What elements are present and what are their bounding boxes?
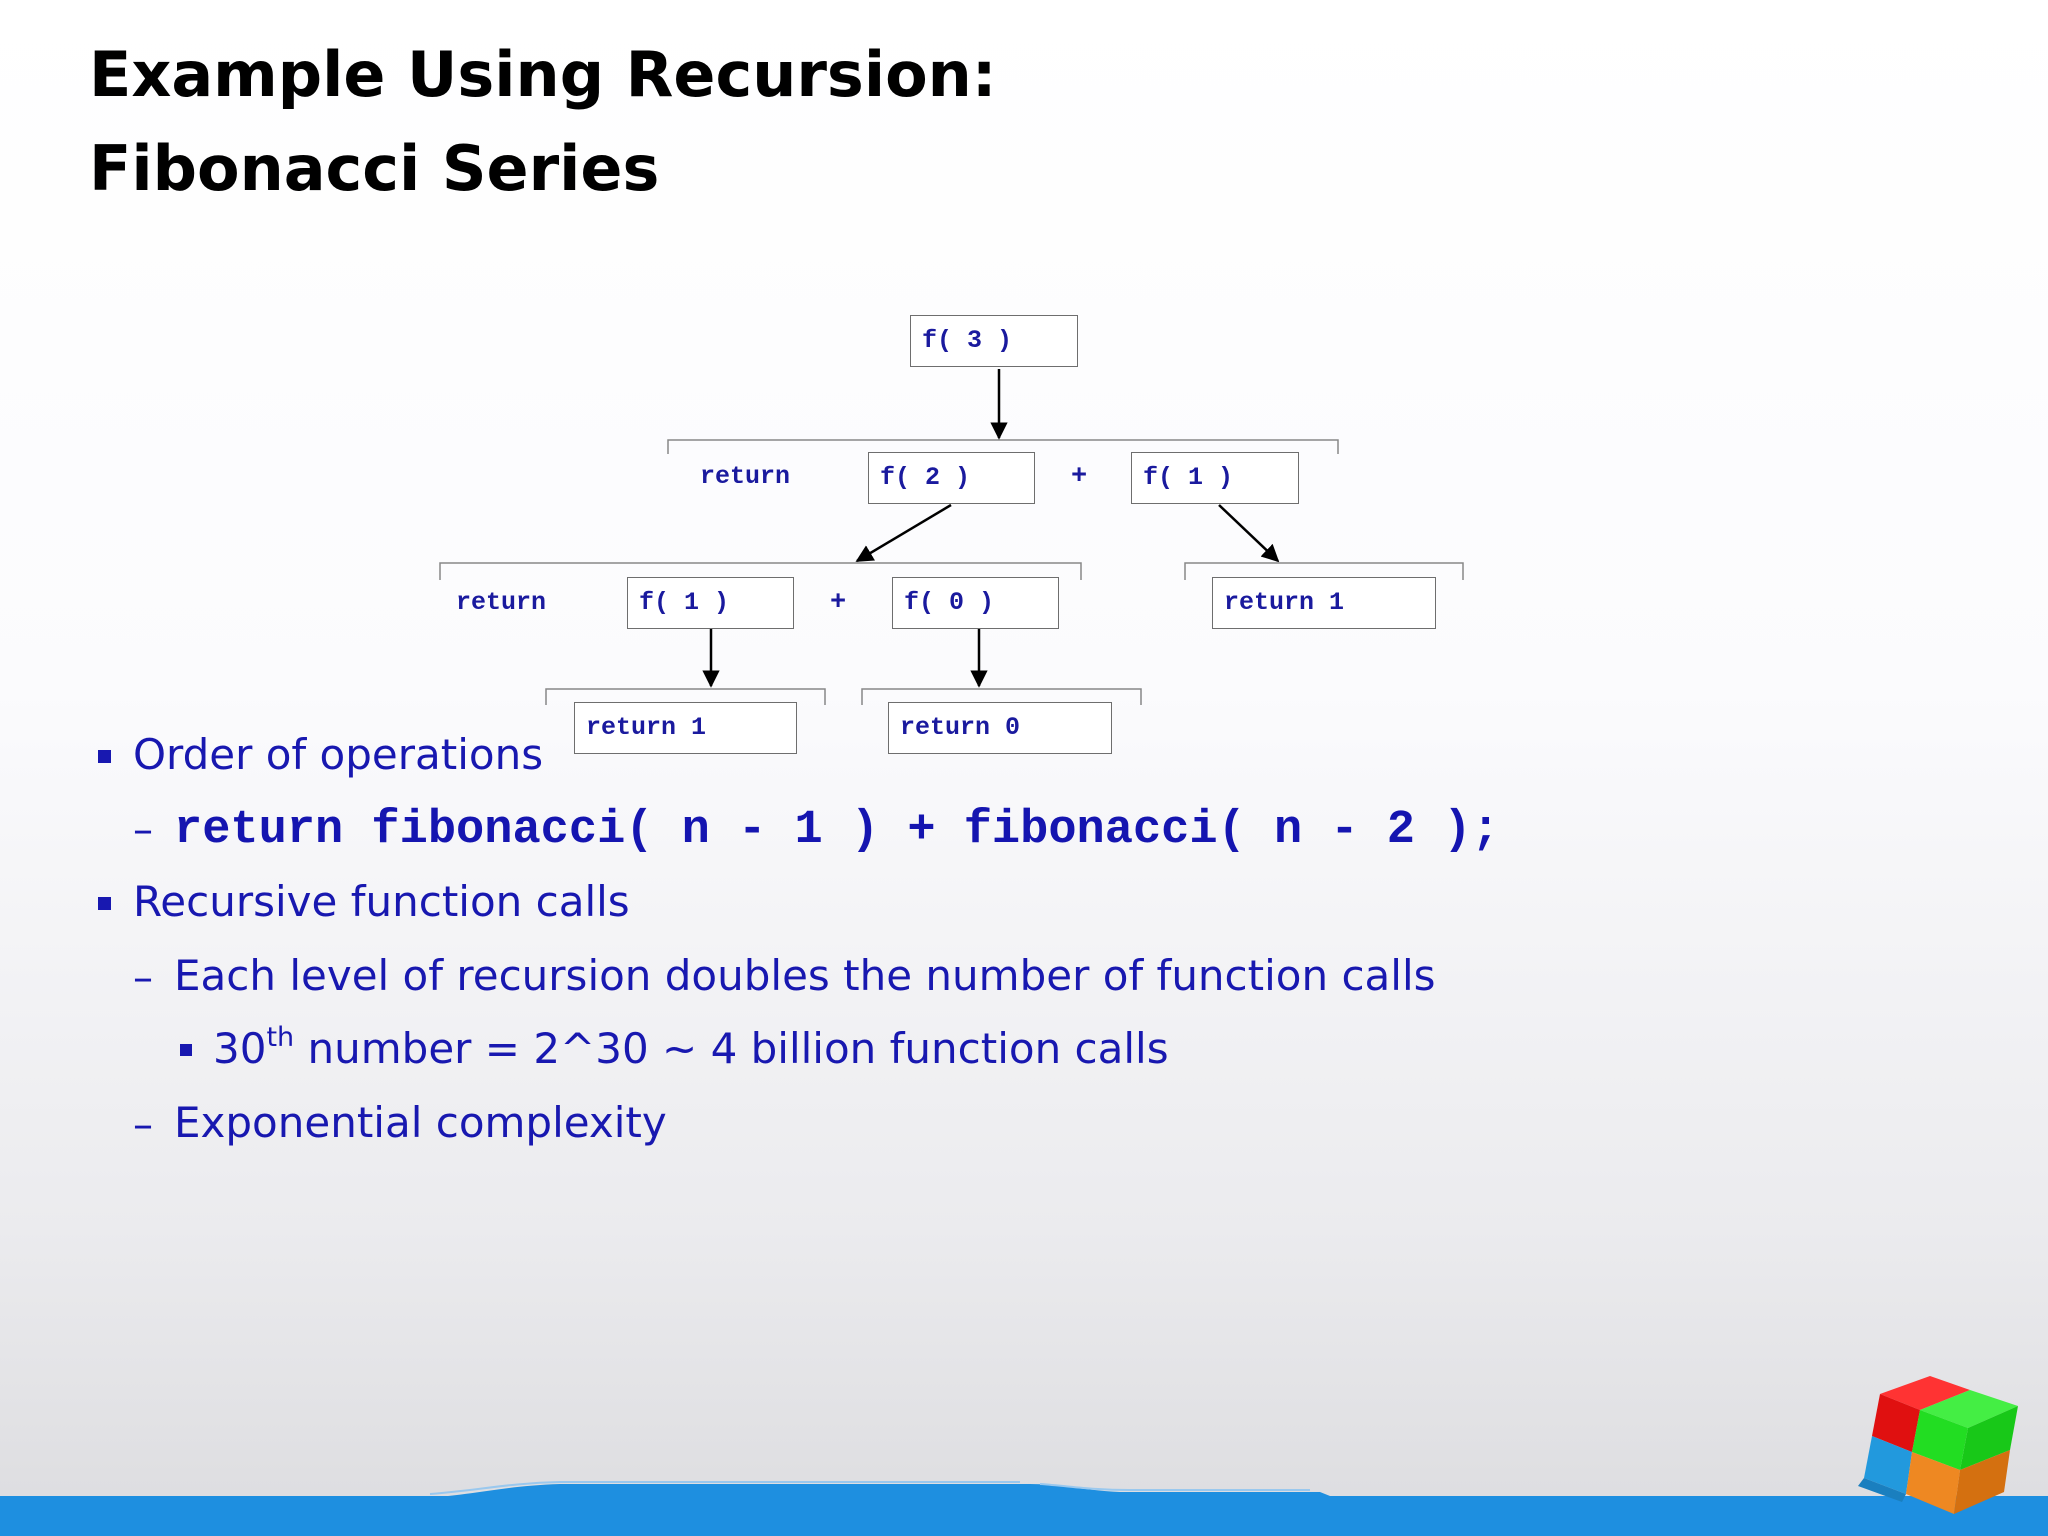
bullet-marker (98, 897, 111, 910)
title-line-1: Example Using Recursion: (89, 38, 997, 111)
bracket-level2-right (1184, 562, 1464, 580)
level2-plus: + (830, 588, 847, 618)
call-f3-box: f( 3 ) (910, 315, 1078, 367)
bracket-level2-left (439, 562, 1082, 580)
call-f1-left-box: f( 1 ) (627, 577, 794, 629)
ordinal-suffix: th (266, 1022, 295, 1053)
arrow-f2-to-level2 (855, 503, 952, 563)
return-0-box-leaf: return 0 (888, 702, 1112, 754)
call-f0-box: f( 0 ) (892, 577, 1059, 629)
level1-return-label: return (700, 462, 791, 491)
call-f2-box: f( 2 ) (868, 452, 1035, 504)
dash-marker: – (133, 955, 153, 1001)
return-1-box-right: return 1 (1212, 577, 1436, 629)
bullet-marker (180, 1044, 192, 1056)
dash-marker: – (133, 1102, 153, 1148)
sub-bullet-exponential: Exponential complexity (174, 1098, 667, 1147)
bracket-level3-left (545, 688, 826, 705)
sub-sub-bullet-30th: 30th number = 2^30 ~ 4 billion function … (213, 1024, 1169, 1073)
arrow-f1-to-return1 (1218, 504, 1280, 563)
level1-plus: + (1071, 462, 1088, 492)
sub-bullet-doubles: Each level of recursion doubles the numb… (174, 951, 1436, 1000)
bullet-order-of-operations: Order of operations (133, 730, 544, 779)
slide-title: Example Using Recursion: Fibonacci Serie… (89, 28, 997, 216)
bullet-recursive-calls: Recursive function calls (133, 877, 630, 926)
ordinal-rest: number = 2^30 ~ 4 billion function calls (294, 1024, 1169, 1073)
return-1-box-leaf: return 1 (574, 702, 797, 754)
bracket-level3-right (861, 688, 1142, 705)
ordinal-number: 30 (213, 1024, 267, 1073)
code-line: return fibonacci( n - 1 ) + fibonacci( n… (174, 804, 1500, 857)
logo-cube (1858, 1376, 2018, 1514)
bullet-marker (98, 750, 111, 763)
footer-wave (0, 1481, 2048, 1536)
title-line-2: Fibonacci Series (89, 132, 660, 205)
bracket-level1 (667, 439, 1339, 454)
call-f1-box: f( 1 ) (1131, 452, 1299, 504)
level2-return-label: return (456, 588, 547, 617)
dash-marker: – (133, 807, 153, 853)
recursion-tree-connectors (439, 369, 1464, 705)
